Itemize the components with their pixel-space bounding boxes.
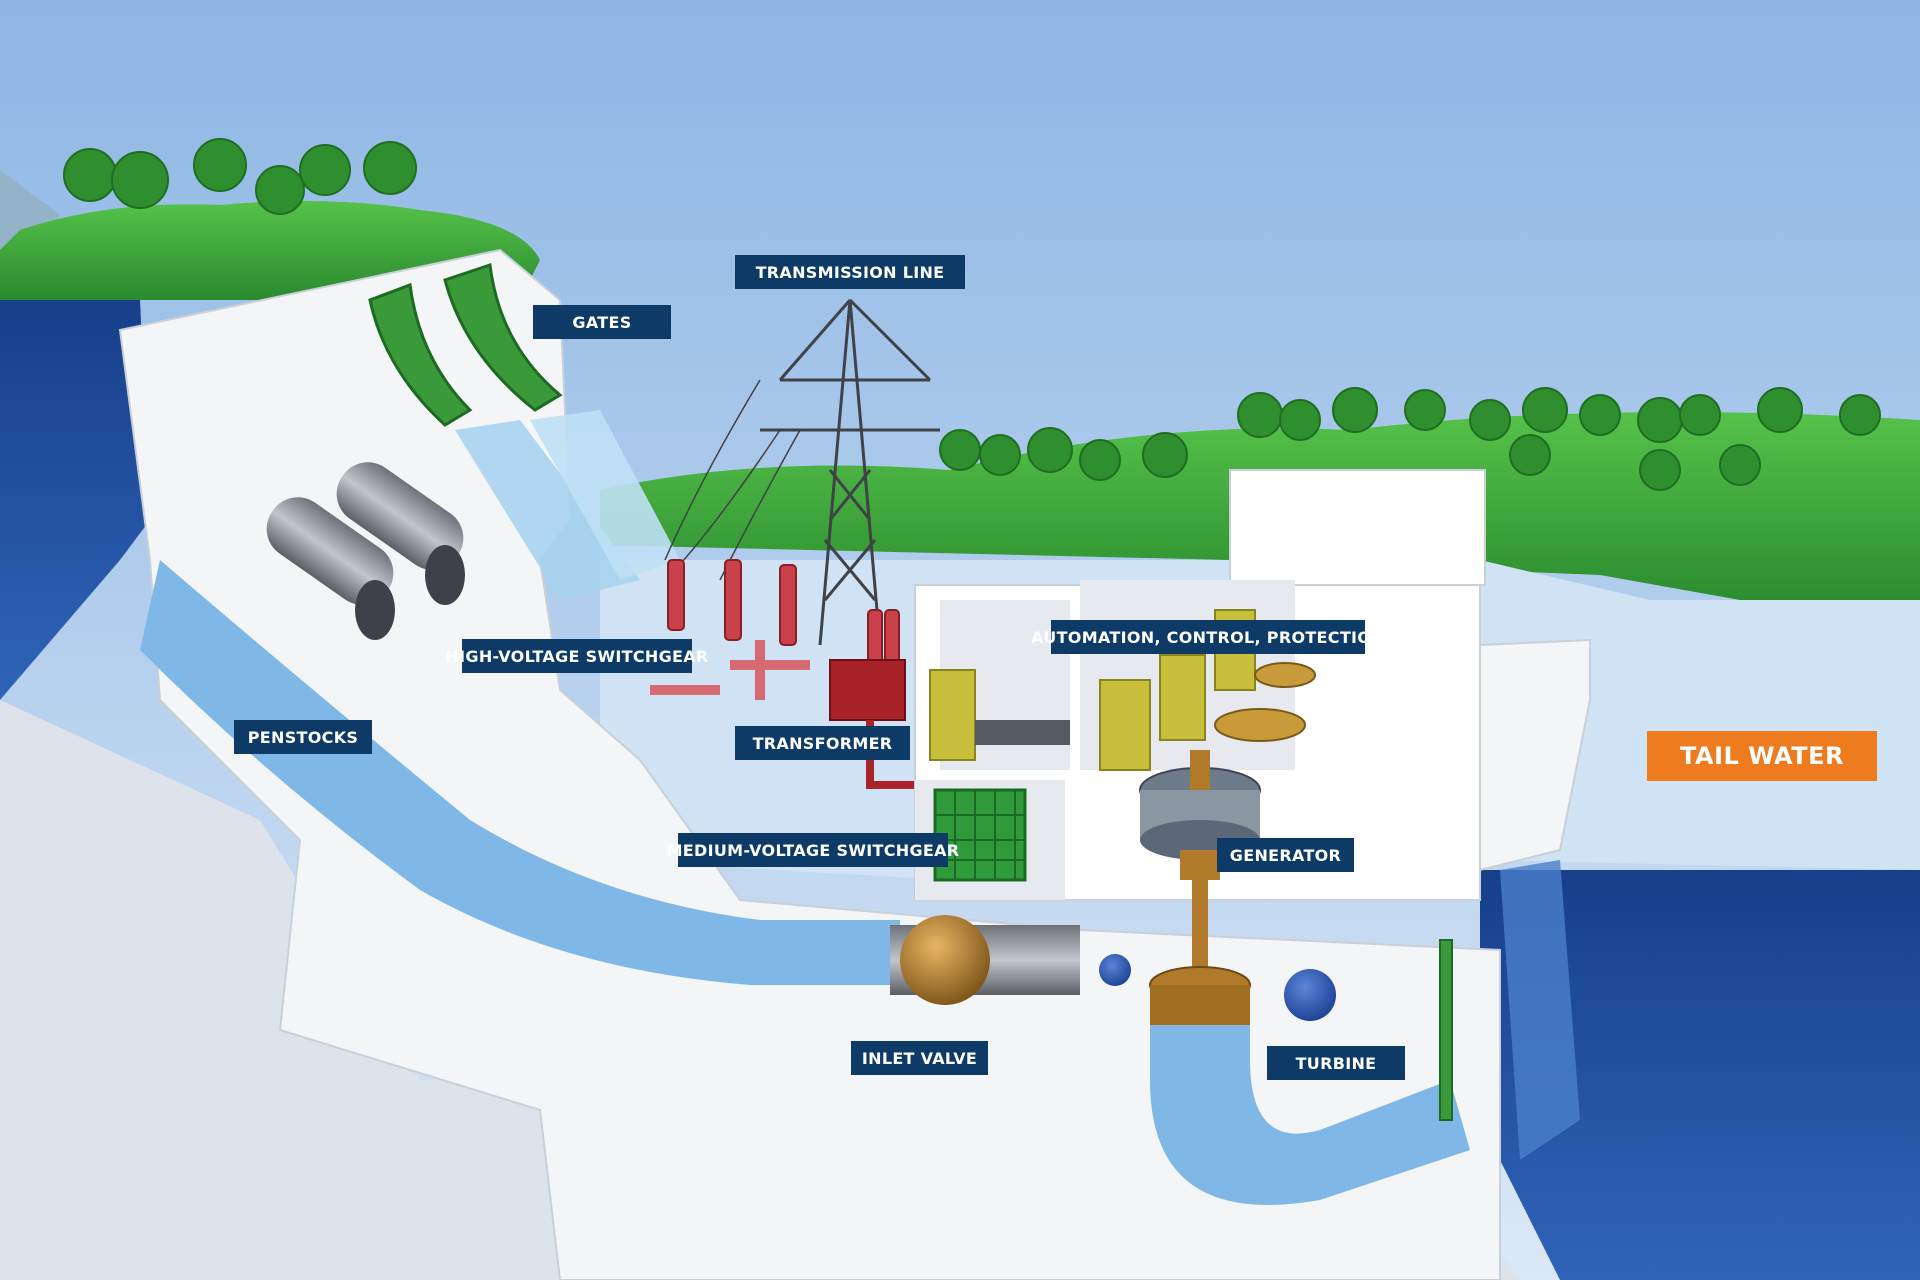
label-inlet-valve: INLET VALVE xyxy=(851,1041,988,1075)
spillway-water xyxy=(455,420,640,600)
label-high-voltage-switchgear: HIGH-VOLTAGE SWITCHGEAR xyxy=(445,639,708,673)
label-turbine: TURBINE xyxy=(1267,1046,1405,1080)
mv-switchgear-unit xyxy=(933,788,1027,882)
blue-sphere-small xyxy=(1099,954,1131,986)
hv-pipes xyxy=(650,640,810,700)
label-transmission-line: TRANSMISSION LINE xyxy=(735,255,965,289)
label-transformer: TRANSFORMER xyxy=(735,726,910,760)
spillway-water-2 xyxy=(530,410,680,580)
transformer-unit xyxy=(829,659,906,721)
trees xyxy=(63,138,1881,491)
penstock-channel xyxy=(140,560,900,985)
blue-sphere-large xyxy=(1284,969,1336,1021)
inlet-valve-unit xyxy=(890,915,1080,1005)
label-automation-control-protection: AUTOMATION, CONTROL, PROTECTION xyxy=(1031,620,1385,654)
label-penstocks: PENSTOCKS xyxy=(234,720,372,754)
tail-gate xyxy=(1439,939,1453,1121)
label-gates: GATES xyxy=(533,305,671,339)
label-tail-water: TAIL WATER xyxy=(1647,731,1877,781)
tail-water xyxy=(1480,870,1920,1280)
hv-insulators xyxy=(667,559,900,666)
outlet-structure xyxy=(1479,638,1591,872)
reservoir-water xyxy=(0,300,150,700)
auxiliary-units xyxy=(1214,662,1316,742)
label-generator: GENERATOR xyxy=(1217,838,1354,872)
transmission-tower xyxy=(760,298,940,646)
intake-tubes xyxy=(266,462,465,640)
outfall-water xyxy=(1500,860,1580,1160)
label-medium-voltage-switchgear: MEDIUM-VOLTAGE SWITCHGEAR xyxy=(667,833,959,867)
control-desk xyxy=(975,720,1070,745)
mv-switchgear-grid xyxy=(935,790,1025,880)
turbine-unit xyxy=(1149,966,1470,1205)
spillway-gates xyxy=(368,262,563,427)
